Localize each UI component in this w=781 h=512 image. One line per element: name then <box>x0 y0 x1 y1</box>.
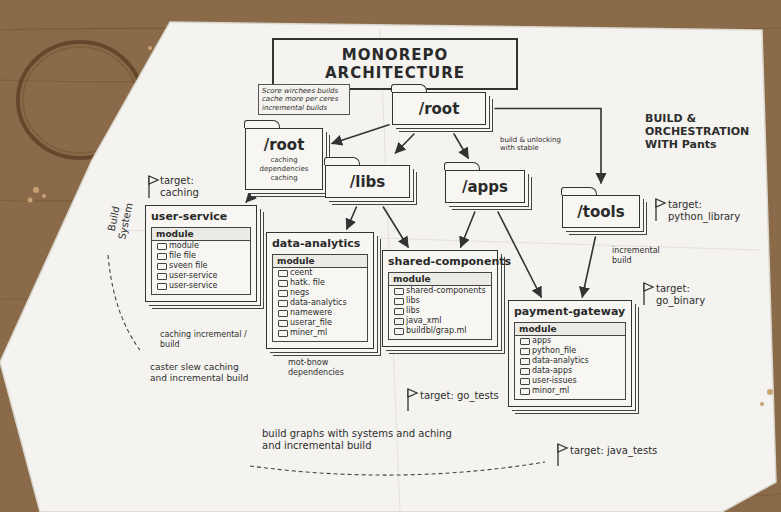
dependency-arrow <box>454 134 468 158</box>
folder-name: /root <box>252 136 316 154</box>
module-panel: moduleappspython_filedata-analyticsdata-… <box>514 322 626 400</box>
file-entry: negs <box>273 288 367 298</box>
annotation: target: caching <box>160 175 232 199</box>
file-entry: ceent <box>273 268 367 278</box>
dependency-arrow <box>383 207 408 247</box>
module-card: shared-componentsmoduleshared-components… <box>382 250 498 347</box>
folder-name: /apps <box>452 178 518 196</box>
module-card: payment-gatewaymoduleappspython_filedata… <box>508 300 632 407</box>
folder-node: /root <box>392 92 486 125</box>
file-entry: namewere <box>273 308 367 318</box>
module-panel: moduleceenthatk. filenegsdata-analyticsn… <box>272 254 368 342</box>
module-panel: moduleshared-componentslibslibsjava_xmlb… <box>388 272 492 340</box>
file-entry: userar_file <box>273 318 367 328</box>
folder-name: /tools <box>569 203 633 221</box>
file-entry: libs <box>389 296 491 306</box>
file-entry: data-analytics <box>273 298 367 308</box>
annotation: caster slew caching and incremental buil… <box>150 362 250 384</box>
dependency-arrow <box>332 125 389 144</box>
panel-header: module <box>389 273 491 286</box>
module-name: user-service <box>151 210 251 224</box>
module-card: user-servicemodulemodulefile filesveen f… <box>145 205 257 302</box>
folder-node: /apps <box>445 170 525 203</box>
panel-header: module <box>515 323 625 336</box>
file-entry: data-apps <box>515 366 625 376</box>
folder-node: /libs <box>325 165 410 198</box>
file-entry: file file <box>152 251 250 261</box>
module-name: data-analytics <box>272 237 368 251</box>
file-entry: miner_ml <box>273 328 367 338</box>
annotation: target: go_binary <box>656 283 734 307</box>
module-name: payment-gateway <box>514 305 626 319</box>
file-entry: sveen file <box>152 261 250 271</box>
file-entry: libs <box>389 306 491 316</box>
dependency-arrow <box>246 199 249 202</box>
file-entry: java_xml <box>389 316 491 326</box>
file-entry: apps <box>515 336 625 346</box>
annotation: build graphs with systems and aching and… <box>262 428 452 452</box>
file-entry: buildbl/grap.ml <box>389 326 491 336</box>
file-entry: minor_ml <box>515 386 625 396</box>
panel-header: module <box>273 255 367 268</box>
sketch-note: Score wirchees builds cache more per cer… <box>258 84 350 115</box>
diagram-title: MONOREPO ARCHITECTURE <box>272 38 518 90</box>
file-entry: user-service <box>152 281 250 291</box>
folder-node: /tools <box>562 195 640 228</box>
folder-node: /root caching dependencies caching <box>245 128 323 190</box>
annotation: target: go_tests <box>420 390 500 402</box>
module-card: data-analyticsmoduleceenthatk. filenegsd… <box>266 232 374 349</box>
file-entry: user-service <box>152 271 250 281</box>
module-name: shared-components <box>388 255 492 269</box>
dependency-arrow <box>347 207 357 229</box>
file-entry: module <box>152 241 250 251</box>
dependency-arrow <box>498 212 541 297</box>
folder-note: caching dependencies caching <box>252 156 316 183</box>
annotation: target: python_library <box>668 199 760 223</box>
file-entry: user-issues <box>515 376 625 386</box>
file-entry: shared-components <box>389 286 491 296</box>
annotation: mot-bnow dependencies <box>288 358 366 377</box>
annotation: caching incremental / build <box>160 330 252 349</box>
panel-header: module <box>152 228 250 241</box>
file-entry: python_file <box>515 346 625 356</box>
annotation: BUILD & ORCHESTRATION WITH Pants <box>645 112 773 152</box>
module-panel: modulemodulefile filesveen fileuser-serv… <box>151 227 251 295</box>
folder-name: /root <box>399 100 479 118</box>
dependency-arrow <box>582 237 595 297</box>
annotation: build & unlocking with stable <box>500 136 562 153</box>
dependency-arrow <box>461 212 475 247</box>
folder-name: /libs <box>332 173 403 191</box>
annotation: target: java_tests <box>570 445 660 457</box>
annotation: incremental build <box>612 246 674 265</box>
dependency-arrow <box>395 134 414 153</box>
file-entry: data-analytics <box>515 356 625 366</box>
file-entry: hatk. file <box>273 278 367 288</box>
